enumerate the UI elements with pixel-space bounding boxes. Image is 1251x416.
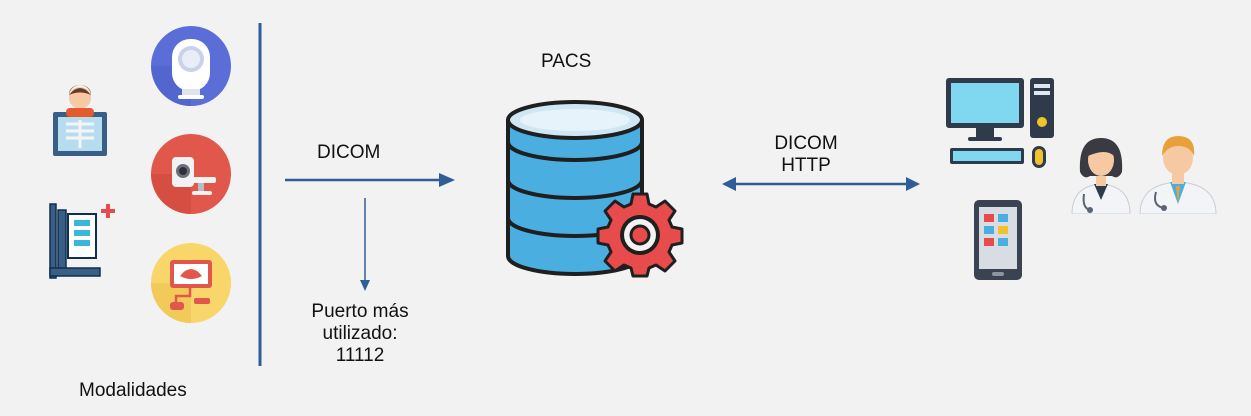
port-label-line2: utilizado:: [322, 323, 398, 344]
right-protocol-label: DICOM HTTP: [756, 133, 856, 177]
desktop-computer-icon: [946, 78, 1054, 168]
server-label: PACS: [541, 51, 592, 72]
x-ray-patient-icon: [53, 85, 107, 156]
tablet-icon: [974, 200, 1022, 280]
divider-line: [258, 23, 262, 366]
modalities-label: Modalidades: [79, 380, 187, 401]
left-protocol-label: DICOM: [317, 142, 381, 163]
dicom-http-arrow: [722, 177, 920, 191]
port-label-line1: Puerto más: [311, 301, 409, 322]
port-arrow-down: [360, 198, 370, 291]
gear-icon: [596, 192, 684, 278]
dicom-arrow-right: [285, 173, 455, 187]
right-protocol-line2: HTTP: [781, 155, 831, 176]
port-label-line3: 11112: [335, 345, 385, 366]
ultrasound-icon: [151, 243, 231, 323]
database-icon: [506, 100, 644, 276]
ct-scanner-icon: [151, 134, 231, 214]
female-doctor-icon: [1071, 138, 1131, 214]
male-doctor-icon: [1139, 136, 1217, 214]
mri-scanner-icon: [151, 26, 231, 106]
right-protocol-line1: DICOM: [774, 133, 838, 154]
port-label: Puerto más utilizado: 11112: [300, 301, 420, 367]
medical-equipment-icon: [49, 203, 115, 279]
